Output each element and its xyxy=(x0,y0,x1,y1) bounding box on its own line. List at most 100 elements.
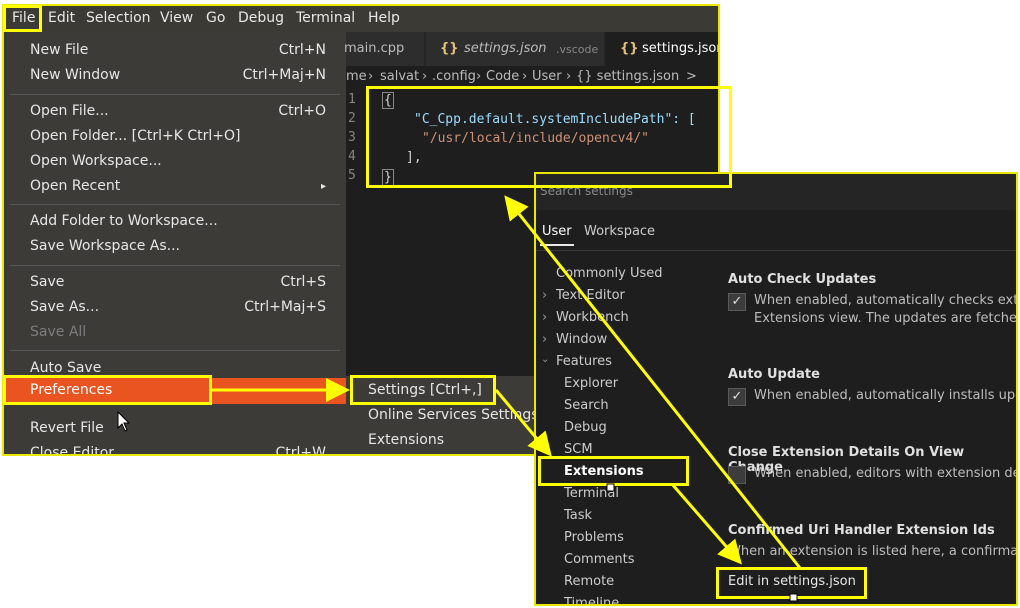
auto-check-checkbox[interactable]: ✓ xyxy=(728,293,746,311)
menu-item-open-file[interactable]: Open File... Ctrl+O xyxy=(30,101,326,123)
menu-item-open-workspace[interactable]: Open Workspace... xyxy=(30,151,326,173)
code-bracket: ], xyxy=(406,150,422,165)
active-tab-underline xyxy=(540,244,574,246)
tree-item-commonly-used[interactable]: Commonly Used xyxy=(556,266,663,281)
label: Preferences xyxy=(30,382,113,398)
menu-edit[interactable]: Edit xyxy=(48,10,76,26)
setting-description: When enabled, editors with extension det… xyxy=(754,466,1016,481)
code-key: "C_Cpp.default.systemIncludePath": [ xyxy=(414,112,696,127)
tree-item-comments[interactable]: Comments xyxy=(564,552,635,567)
auto-update-checkbox[interactable]: ✓ xyxy=(728,388,746,406)
label: Open File... xyxy=(30,103,109,119)
highlight-edit-link xyxy=(716,567,867,599)
setting-title: Confirmed Uri Handler Extension Ids xyxy=(728,523,995,538)
menu-selection[interactable]: Selection xyxy=(86,10,151,26)
breadcrumb-item[interactable]: Code xyxy=(486,69,520,84)
menu-item-open-folder[interactable]: Open Folder... [Ctrl+K Ctrl+O] xyxy=(30,126,326,148)
breadcrumb: me › salvat › .config › Code › User › {}… xyxy=(346,66,718,88)
label: Save Workspace As... xyxy=(30,238,181,254)
separator xyxy=(10,350,340,351)
tab-main-cpp[interactable]: main.cpp xyxy=(344,32,424,66)
divider xyxy=(536,250,1016,251)
setting-title: Auto Update xyxy=(728,367,820,382)
menu-go[interactable]: Go xyxy=(206,10,226,26)
highlight-json-code xyxy=(366,86,732,188)
separator xyxy=(10,265,340,266)
submenu-item-extensions[interactable]: Extensions xyxy=(368,432,445,448)
tab-settings-json[interactable]: {} settings.json xyxy=(606,32,718,66)
highlight-file-menu xyxy=(3,5,42,32)
menu-item-save-as[interactable]: Save As...Ctrl+Maj+S xyxy=(30,297,326,319)
tab-user[interactable]: User xyxy=(542,224,572,239)
chevron-right-icon: › xyxy=(542,332,548,347)
label: Open Workspace... xyxy=(30,153,162,169)
highlight-settings xyxy=(350,375,496,405)
breadcrumb-item[interactable]: {} settings.json xyxy=(576,69,680,84)
vscode-window: File Edit Selection View Go Debug Termin… xyxy=(2,4,720,456)
chevron-right-icon: › xyxy=(476,69,482,84)
menu-item-save-workspace-as[interactable]: Save Workspace As... xyxy=(30,236,326,258)
settings-panel: Search settings User Workspace Commonly … xyxy=(534,172,1018,606)
breadcrumb-item[interactable]: User xyxy=(532,69,562,84)
menu-item-revert-file[interactable]: Revert File xyxy=(30,418,326,440)
menu-item-save-all: Save All xyxy=(30,322,326,344)
setting-description: Extensions view. The updates are fetched… xyxy=(754,311,1018,326)
tab-label: main.cpp xyxy=(344,41,405,56)
tab-workspace[interactable]: Workspace xyxy=(584,224,656,239)
tree-item-explorer[interactable]: Explorer xyxy=(564,376,619,391)
label: Save As... xyxy=(30,299,100,315)
setting-description: When enabled, automatically installs upd… xyxy=(754,388,1016,403)
tree-item-scm[interactable]: SCM xyxy=(564,442,593,457)
tree-item-task[interactable]: Task xyxy=(564,508,593,523)
menu-item-add-folder[interactable]: Add Folder to Workspace... xyxy=(30,211,326,233)
label: Revert File xyxy=(30,420,104,436)
tree-item-window[interactable]: Window xyxy=(556,332,608,347)
chevron-right-icon: > xyxy=(686,69,697,84)
tree-item-text-editor[interactable]: Text Editor xyxy=(556,288,625,303)
tree-item-timeline[interactable]: Timeline xyxy=(564,596,620,606)
tree-item-workbench[interactable]: Workbench xyxy=(556,310,629,325)
tree-item-remote[interactable]: Remote xyxy=(564,574,615,589)
menu-item-auto-save[interactable]: Auto Save xyxy=(30,358,326,380)
tree-item-problems[interactable]: Problems xyxy=(564,530,624,545)
chevron-right-icon: › xyxy=(522,69,528,84)
menu-item-open-recent[interactable]: Open Recent▸ xyxy=(30,176,326,198)
breadcrumb-item[interactable]: me xyxy=(346,69,367,84)
tree-item-search[interactable]: Search xyxy=(564,398,609,413)
label: Add Folder to Workspace... xyxy=(30,213,218,229)
breadcrumb-item[interactable]: .config xyxy=(432,69,476,84)
chevron-down-icon: ⌄ xyxy=(541,354,550,365)
tree-item-debug[interactable]: Debug xyxy=(564,420,607,435)
edit-in-settings-json-link[interactable]: Edit in settings.json xyxy=(728,574,856,589)
tab-settings-vscode[interactable]: {} settings.json .vscode xyxy=(426,32,604,66)
shortcut: Ctrl+O xyxy=(278,103,326,119)
line-number: 4 xyxy=(348,149,356,164)
setting-description: When enabled, automatically checks exten… xyxy=(754,293,1018,308)
check-icon: ✓ xyxy=(731,294,743,309)
tab-label: settings.json xyxy=(464,41,547,56)
label: New Window xyxy=(30,67,121,83)
tree-item-features[interactable]: Features xyxy=(556,354,612,369)
chevron-right-icon: › xyxy=(542,310,548,325)
submenu-item-online-services[interactable]: Online Services Settings xyxy=(368,407,539,423)
chevron-right-icon: › xyxy=(422,69,428,84)
tree-item-terminal[interactable]: Terminal xyxy=(564,486,619,501)
menu-view[interactable]: View xyxy=(160,10,194,26)
breadcrumb-item[interactable]: salvat xyxy=(380,69,420,84)
submenu-item-settings[interactable]: Settings [Ctrl+,] xyxy=(368,382,482,398)
menu-terminal[interactable]: Terminal xyxy=(296,10,356,26)
code-editor[interactable]: 1 2 3 4 5 { "C_Cpp.default.systemInclude… xyxy=(346,88,718,186)
menu-debug[interactable]: Debug xyxy=(238,10,285,26)
close-details-checkbox[interactable] xyxy=(728,466,746,484)
menu-help[interactable]: Help xyxy=(368,10,400,26)
label: Auto Save xyxy=(30,360,102,376)
label: Save All xyxy=(30,324,87,340)
menu-file[interactable]: File xyxy=(12,10,36,26)
setting-description: When an extension is listed here, a conf… xyxy=(728,544,1018,559)
chevron-right-icon: › xyxy=(368,69,374,84)
